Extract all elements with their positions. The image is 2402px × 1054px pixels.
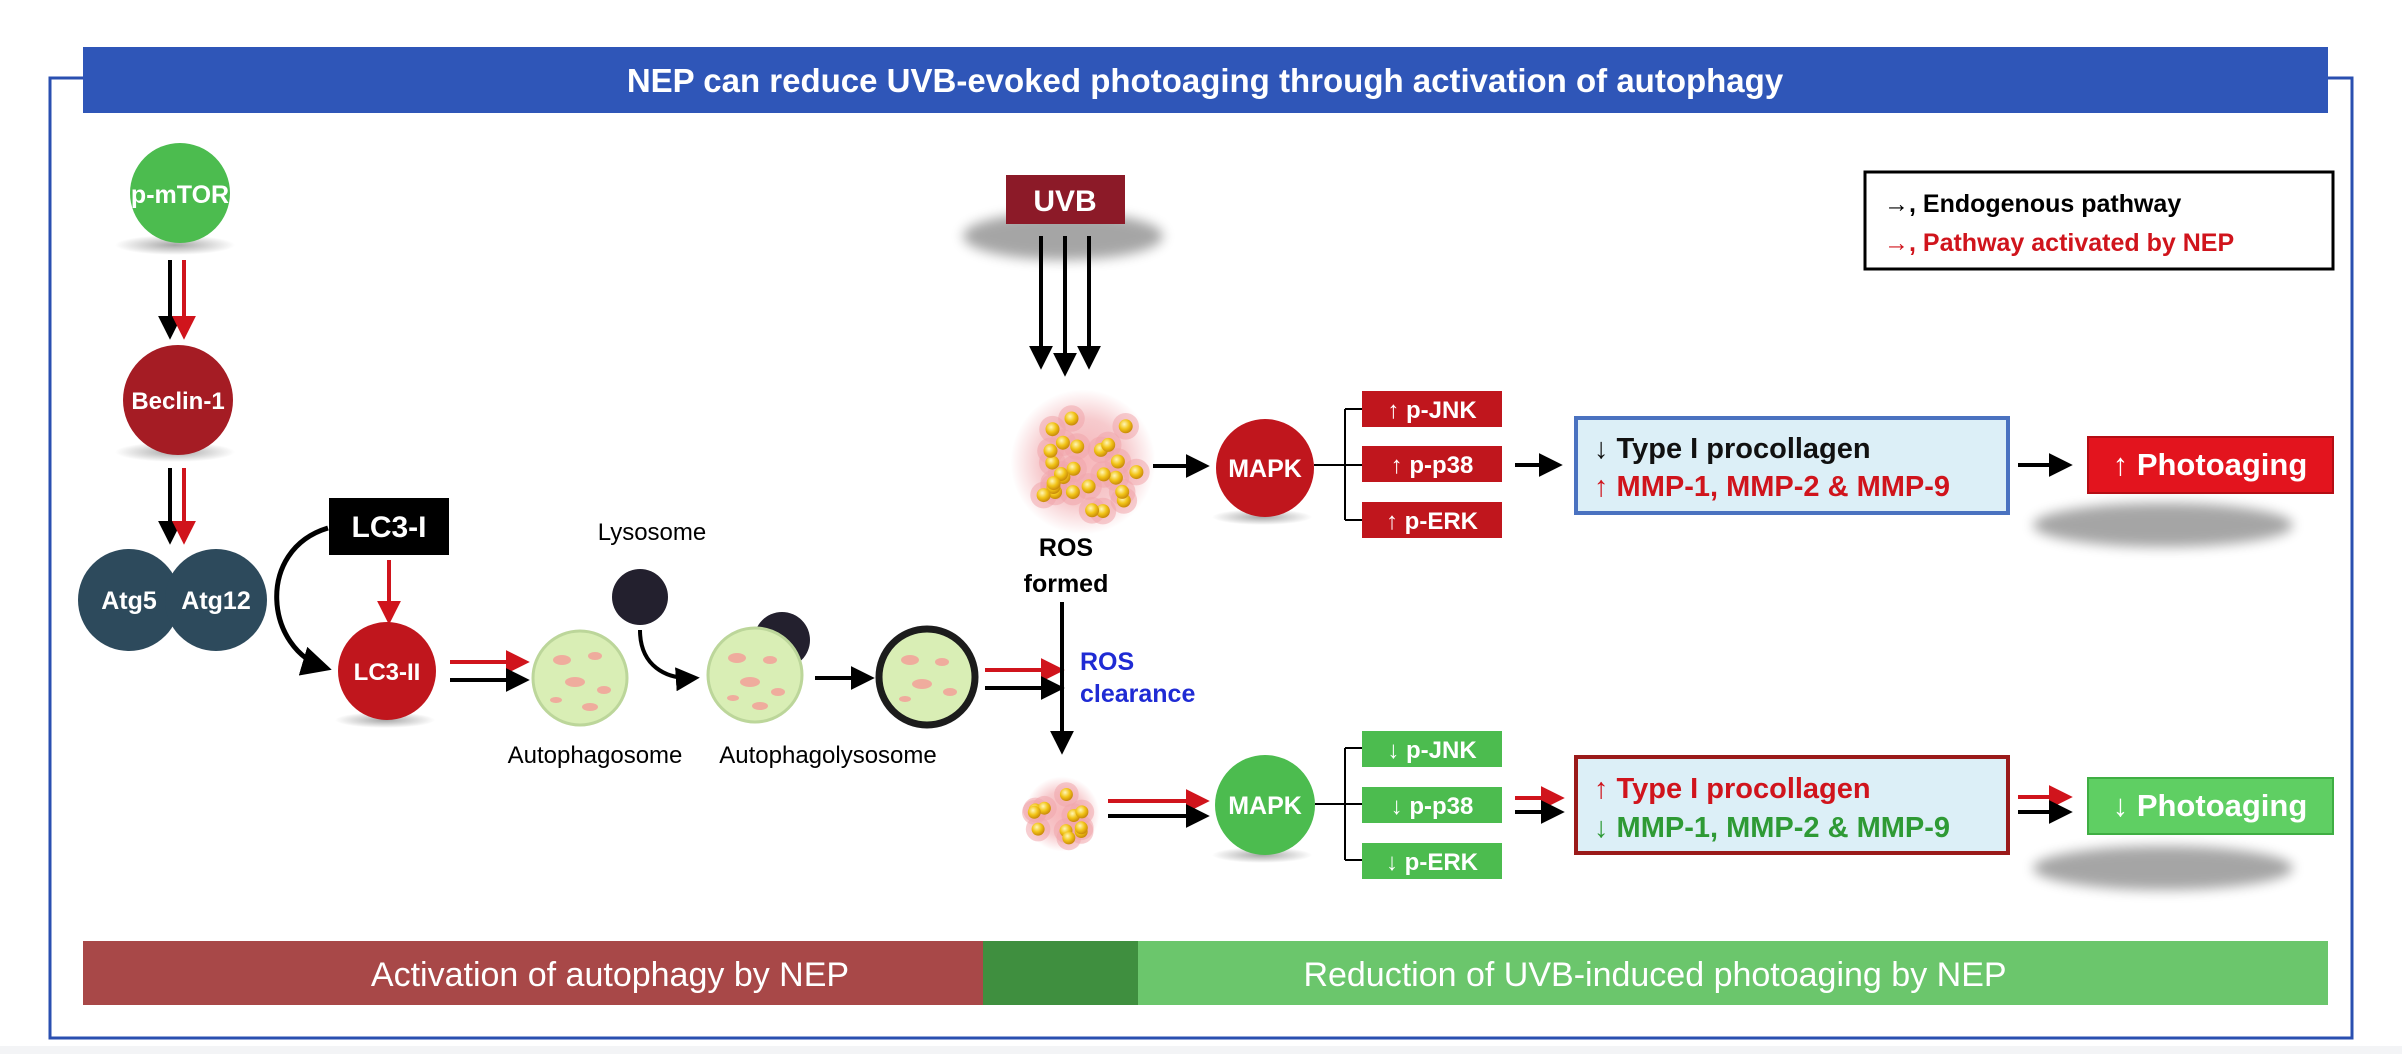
outcome-box-top [1574,416,2010,515]
arrow-lysosome-fusion [638,629,700,692]
atg5-label: Atg5 [101,587,157,615]
ros-particle [1046,476,1061,491]
ros-particle [1045,422,1060,437]
ros-clearance-label-1: ROS [1080,648,1134,676]
mapk-node-top [1216,419,1314,517]
kinase-down-box-2 [1362,843,1502,879]
pmtor-label: p-mTOR [131,181,229,209]
title-bar [83,47,2328,113]
ros-particle [1027,805,1041,819]
lc3-ii-node [338,622,436,720]
ros-clearance-label-2: clearance [1080,680,1195,708]
autophagolysosome-cargo [899,655,957,702]
outcome-bottom-line2: ↓ MMP-1, MMP-2 & MMP-9 [1594,812,1950,844]
kinase-up-box-1 [1362,446,1502,482]
ros-particle [1031,822,1045,836]
diagram-title: NEP can reduce UVB-evoked photoaging thr… [627,62,1784,99]
outcome-top-line2: ↑ MMP-1, MMP-2 & MMP-9 [1594,471,1950,503]
kinase-up-box-2 [1362,502,1502,538]
ros-particle [1036,488,1051,503]
bracket-top [1314,408,1362,521]
mapk-label-top: MAPK [1228,455,1302,483]
ros-cluster-top [1010,389,1156,535]
kinase-down-label-1: ↓ p-p38 [1391,793,1474,820]
autophagolysosome-label: Autophagolysosome [719,742,936,769]
ros-particle [1037,801,1051,815]
beclin-node [123,345,233,455]
kinase-up-label-2: ↑ p-ERK [1386,508,1479,535]
ros-formed-label-2: formed [1024,570,1109,598]
bottom-strip [0,1046,2402,1054]
atg12-label: Atg12 [181,587,250,615]
ros-particle [1085,503,1100,518]
ros-particle [1115,484,1130,499]
ros-particle [1074,821,1088,835]
lysosome-label: Lysosome [598,519,707,546]
beclin-label: Beclin-1 [131,388,224,415]
ros-particle [1065,485,1080,500]
kinase-down-label-2: ↓ p-ERK [1386,849,1479,876]
footer-left-band [83,941,983,1005]
ros-particle [1118,419,1133,434]
ros-formed-label-1: ROS [1039,534,1093,562]
mapk-node-bottom [1215,755,1315,855]
autophagolysosome-vesicle [875,625,979,729]
pmtor-node [130,143,230,243]
uvb-label: UVB [1033,185,1096,218]
ros-particle [1096,467,1111,482]
outcome-box-bottom [1574,755,2010,855]
fusing-cargo [727,653,785,710]
ros-particle [1043,443,1058,458]
kinase-up-box-0 [1362,391,1502,427]
outcome-top-line1: ↓ Type I procollagen [1594,433,1871,465]
mapk-label-bottom: MAPK [1228,792,1302,820]
bracket-bottom [1315,747,1362,861]
ros-particle [1070,439,1085,454]
ros-particle [1129,465,1144,480]
uvb-box [1006,175,1125,224]
result-bottom-label: ↓ Photoaging [2113,788,2308,823]
footer-right-label: Reduction of UVB-induced photoaging by N… [1303,956,2006,994]
kinase-down-box-1 [1362,787,1502,823]
lc3-i-label: LC3-I [352,511,427,544]
ros-particle [1110,454,1125,469]
ros-particle [1095,504,1110,519]
footer-left-label: Activation of autophagy by NEP [371,956,849,994]
lc3-ii-label: LC3-II [354,659,421,686]
ros-particle [1045,455,1060,470]
ros-particle [1081,479,1096,494]
footer-mid-band [983,941,1138,1005]
kinase-down-label-0: ↓ p-JNK [1387,737,1477,764]
ros-particle [1059,788,1073,801]
ros-particle [1064,411,1079,426]
legend-nep: →, Pathway activated by NEP [1884,229,2234,257]
autophagosome-cargo [550,652,611,711]
atg12-node [165,549,267,651]
kinase-up-label-0: ↑ p-JNK [1387,397,1477,424]
legend-box [1863,170,2335,271]
ros-cluster-bottom [1022,776,1100,852]
outcome-bottom-line1: ↑ Type I procollagen [1594,773,1871,805]
footer-right-band [1138,941,2328,1005]
autophagosome-label: Autophagosome [508,742,683,769]
ros-particle [1062,831,1076,845]
atg5-node [78,549,180,651]
result-box-top [2087,436,2334,494]
legend-endogenous: →, Endogenous pathway [1884,190,2181,218]
arrow-lc3i-lc3ii-black [274,525,332,676]
lysosome-node [612,569,668,625]
result-top-label: ↑ Photoaging [2113,447,2308,482]
ros-particle [1075,805,1089,819]
ros-particle [1101,437,1116,452]
ros-particle [1066,461,1081,476]
lc3-i-box [329,498,449,555]
kinase-up-label-1: ↑ p-p38 [1391,452,1474,479]
kinase-down-box-0 [1362,731,1502,767]
ros-particle [1108,470,1123,485]
ros-particle [1055,435,1070,450]
result-box-bottom [2087,777,2334,835]
